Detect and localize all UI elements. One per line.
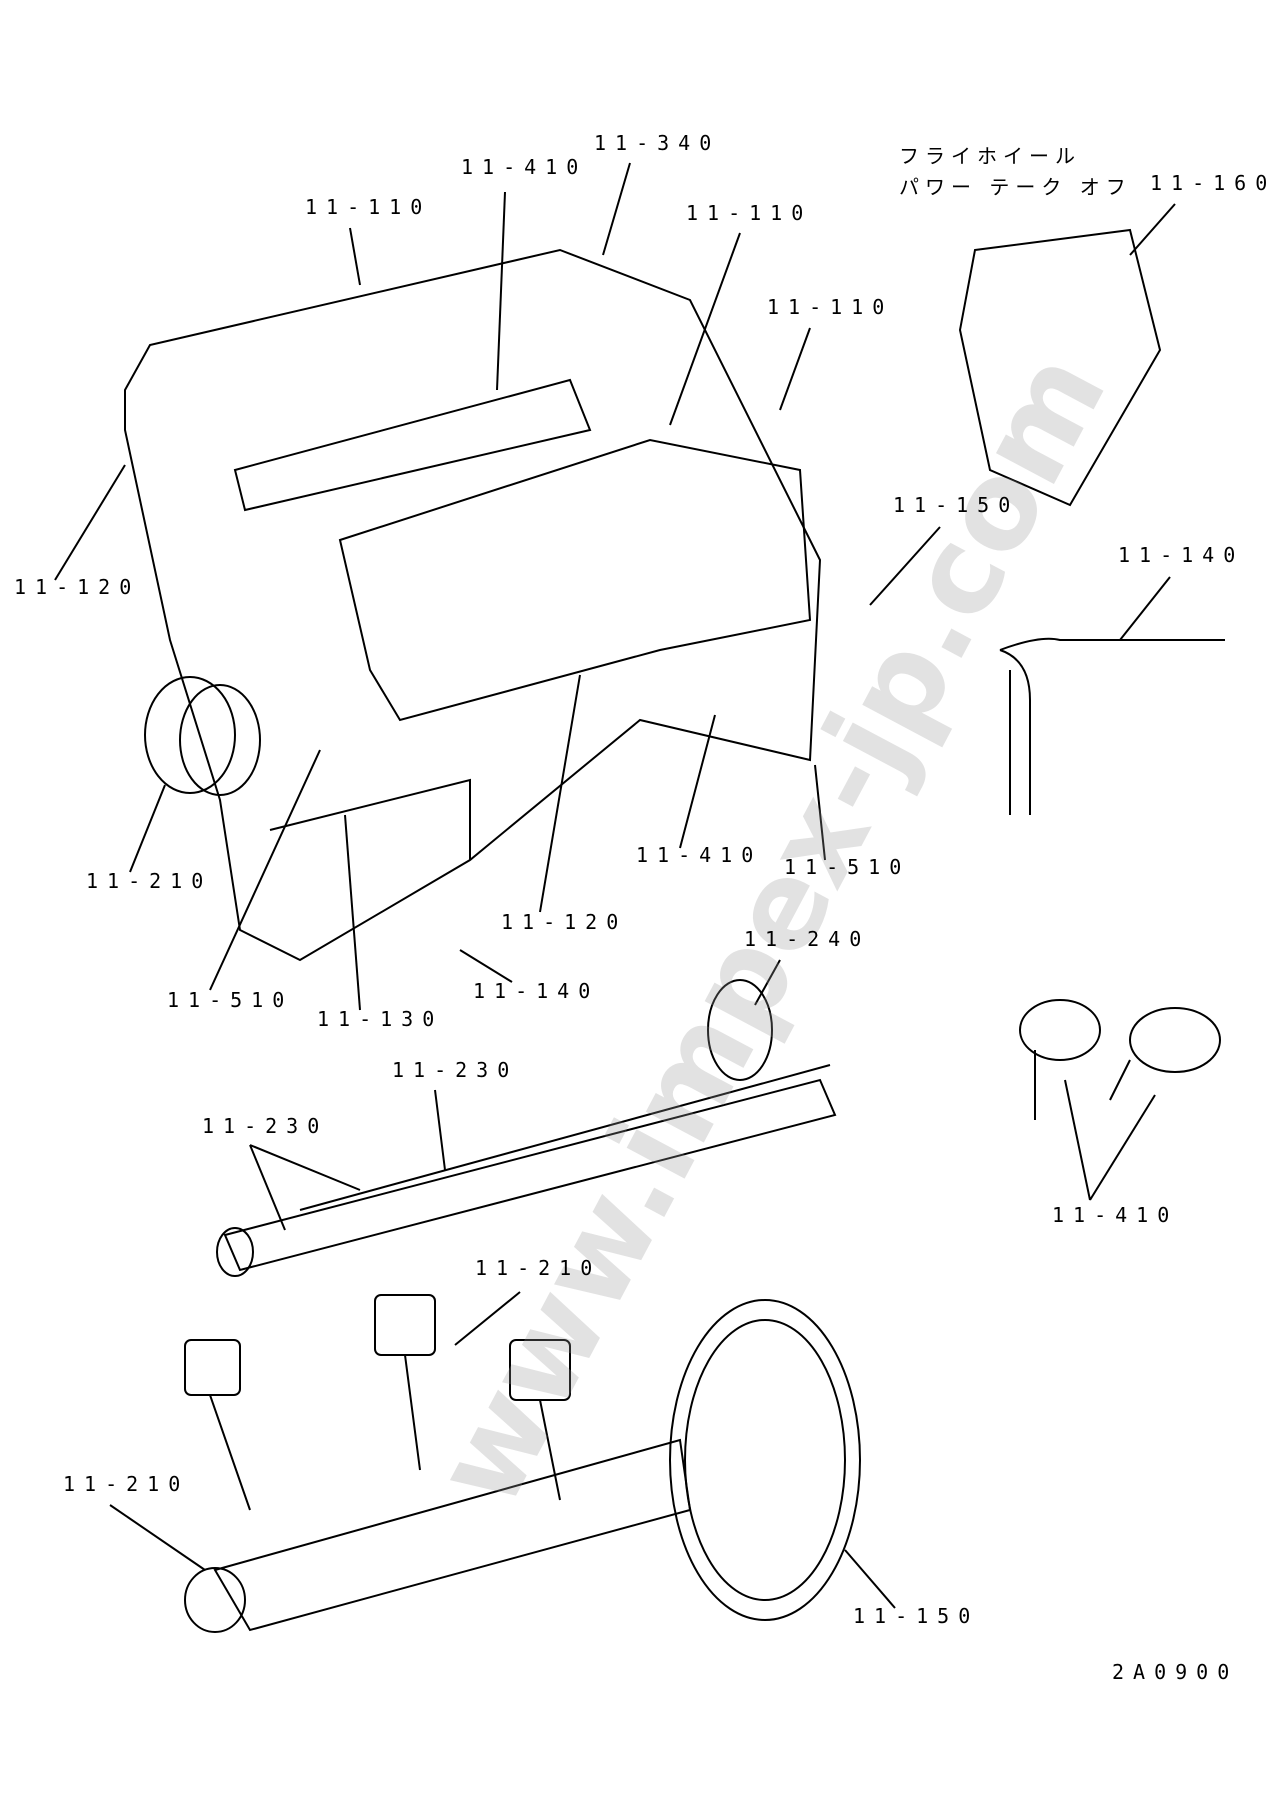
flywheel-housing bbox=[958, 228, 1162, 507]
leader-lines bbox=[54, 162, 1176, 1609]
camshaft-assembly bbox=[216, 979, 837, 1277]
part-label[interactable]: 11-150 bbox=[853, 1604, 980, 1628]
pressure-sensors bbox=[1019, 999, 1221, 1120]
part-label[interactable]: 11-120 bbox=[501, 910, 628, 934]
part-label[interactable]: 11-110 bbox=[767, 295, 894, 319]
part-label[interactable]: 11-410 bbox=[1052, 1203, 1179, 1227]
part-label[interactable]: 11-210 bbox=[475, 1256, 602, 1280]
part-label[interactable]: 11-230 bbox=[392, 1058, 519, 1082]
part-label[interactable]: 11-210 bbox=[86, 869, 213, 893]
part-label[interactable]: 11-130 bbox=[317, 1007, 444, 1031]
part-label[interactable]: 11-510 bbox=[784, 855, 911, 879]
title-ref-label[interactable]: 11-160 bbox=[1150, 171, 1268, 195]
part-label[interactable]: 11-110 bbox=[686, 201, 813, 225]
part-label[interactable]: 11-140 bbox=[1118, 543, 1245, 567]
engine-block bbox=[124, 228, 1225, 962]
part-label[interactable]: 11-410 bbox=[636, 843, 763, 867]
part-label[interactable]: 11-340 bbox=[594, 131, 721, 155]
part-label[interactable]: 11-230 bbox=[202, 1114, 329, 1138]
crankshaft-assembly bbox=[184, 1294, 861, 1633]
part-label[interactable]: 11-150 bbox=[893, 493, 1020, 517]
part-label[interactable]: 11-240 bbox=[744, 927, 871, 951]
part-label[interactable]: 11-110 bbox=[305, 195, 432, 219]
drawing-number: 2A0900 bbox=[1112, 1660, 1239, 1684]
part-label[interactable]: 11-210 bbox=[63, 1472, 190, 1496]
part-label[interactable]: 11-410 bbox=[461, 155, 588, 179]
title-line-1: フライホイール bbox=[899, 144, 1081, 168]
part-label[interactable]: 11-120 bbox=[14, 575, 141, 599]
part-label[interactable]: 11-510 bbox=[167, 988, 294, 1012]
part-label[interactable]: 11-140 bbox=[473, 979, 600, 1003]
title-line-2: パワー テーク オフ bbox=[899, 175, 1132, 199]
